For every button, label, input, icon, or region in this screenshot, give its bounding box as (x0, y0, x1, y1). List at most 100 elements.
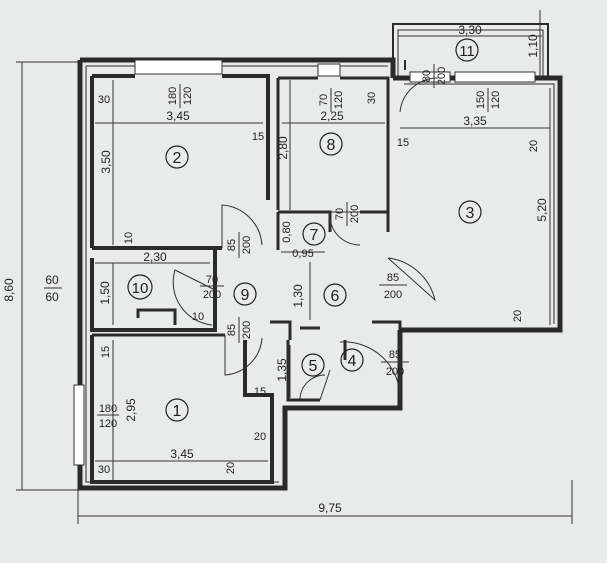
room-number-2: 2 (173, 150, 182, 167)
door-3-height: 200 (384, 289, 402, 301)
room-5-height: 1,35 (275, 358, 289, 382)
door-arcs (172, 77, 439, 401)
door-7-width: 70 (334, 208, 346, 220)
room-circle-10 (127, 274, 153, 300)
room-circle-4 (340, 348, 364, 372)
note-15-d: 15 (254, 386, 266, 398)
note-10-b: 10 (192, 311, 204, 323)
room-2-width: 3,45 (166, 109, 190, 123)
room-7-width: 0,95 (292, 248, 313, 260)
note-20-d: 20 (225, 462, 237, 474)
room-circle-11 (455, 38, 479, 62)
note-20-a: 20 (528, 140, 540, 152)
room-circle-7 (302, 222, 326, 246)
window-2-height: 120 (182, 87, 194, 105)
window-8-width: 70 (318, 94, 330, 106)
room-number-3: 3 (466, 205, 475, 222)
room-circle-1 (165, 398, 189, 422)
room-8-width: 2,25 (320, 109, 344, 123)
room-3-height: 5,20 (535, 198, 549, 222)
door-9-bottom-height: 200 (241, 321, 253, 339)
window-1-width: 180 (99, 403, 117, 415)
room-10-width: 2,30 (143, 250, 167, 264)
room-number-8: 8 (327, 137, 336, 154)
window-3-height: 120 (490, 91, 502, 109)
opening-labels: 180 120 180 120 70 120 150 120 80 200 85… (97, 64, 502, 430)
door-arc-5 (299, 369, 331, 401)
window-room-2 (134, 59, 223, 75)
room-1-width: 3,45 (170, 447, 194, 461)
room-number-1: 1 (173, 403, 182, 420)
window-room-3 (454, 71, 536, 83)
room-8-height: 2,80 (276, 136, 290, 160)
door-10-height: 200 (203, 289, 221, 301)
room-7-height: 0,80 (281, 221, 293, 242)
door-9-top-width: 85 (226, 239, 238, 251)
room-dimension-labels: 3,45 3,50 3,45 2,95 2,25 2,80 3,35 5,20 … (98, 23, 549, 461)
door-arc-3 (387, 257, 436, 302)
window-room-1 (73, 384, 85, 466)
note-30-b: 30 (366, 92, 378, 104)
wall-notes: 30 15 10 30 15 20 20 10 15 15 20 20 30 (98, 92, 540, 476)
room-1-height: 2,95 (124, 398, 138, 422)
room-11-width: 3,30 (458, 23, 482, 37)
corridor-height: 1,30 (291, 284, 305, 308)
room-circle-2 (165, 145, 189, 169)
door-3-width: 85 (387, 272, 399, 284)
room-circle-5 (301, 353, 325, 377)
door-4-height: 200 (386, 366, 404, 378)
door-arc-4 (339, 341, 401, 399)
window-3-width: 150 (475, 91, 487, 109)
note-15-a: 15 (252, 131, 264, 143)
room-10-height: 1,50 (98, 281, 112, 305)
note-10-a: 10 (123, 232, 135, 244)
room-dimension-lines (95, 35, 551, 480)
entrance-door-width: 60 (45, 273, 59, 287)
note-30-a: 30 (98, 94, 110, 106)
door-arc-9-top (221, 204, 263, 248)
window-1-height: 120 (99, 418, 117, 430)
note-20-b: 20 (512, 310, 524, 322)
room-number-7: 7 (310, 227, 319, 244)
room-number-4: 4 (348, 353, 357, 370)
door-room-11 (409, 71, 451, 83)
overall-dimensions (16, 10, 573, 524)
room-markers: 2 1 3 4 5 6 7 8 9 10 11 (127, 38, 482, 422)
overall-height-label: 8,60 (2, 278, 16, 302)
note-15-c: 15 (100, 346, 112, 358)
door-arc-9-bottom (224, 335, 263, 376)
overall-width-label: 9,75 (318, 501, 342, 515)
room-11-height: 1,10 (526, 34, 540, 58)
room-circle-3 (458, 200, 482, 224)
window-2-width: 180 (167, 87, 179, 105)
note-15-b: 15 (397, 137, 409, 149)
windows (73, 59, 536, 466)
room-circle-8 (319, 132, 343, 156)
room-number-5: 5 (309, 358, 318, 375)
room-2-height: 3,50 (99, 150, 113, 174)
door-arc-10 (172, 269, 216, 326)
door-9-bottom-width: 85 (226, 324, 238, 336)
room-number-6: 6 (331, 288, 340, 305)
room-circle-9 (233, 282, 257, 306)
room-number-9: 9 (241, 287, 250, 304)
door-11-width: 80 (421, 70, 433, 82)
door-11-height: 200 (436, 67, 448, 85)
room-number-10: 10 (132, 280, 149, 297)
door-arc-7 (329, 211, 361, 246)
door-4-width: 85 (389, 349, 401, 361)
door-arc-11 (399, 77, 439, 113)
room-number-11: 11 (459, 43, 475, 60)
door-7-height: 200 (349, 205, 361, 223)
window-room-8 (317, 63, 341, 77)
room-circle-6 (323, 283, 347, 307)
room-3-width: 3,35 (463, 114, 487, 128)
entrance-door-height: 60 (45, 290, 59, 304)
note-30-c: 30 (98, 464, 110, 476)
door-10-width: 70 (206, 274, 218, 286)
note-20-c: 20 (254, 431, 266, 443)
door-9-top-height: 200 (241, 236, 253, 254)
window-8-height: 120 (333, 91, 345, 109)
